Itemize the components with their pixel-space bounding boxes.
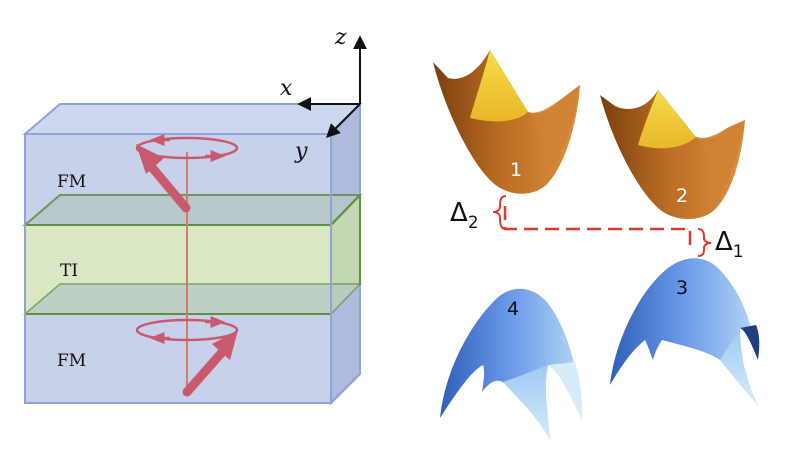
y-axis <box>326 103 361 138</box>
band-1-label: 1 <box>510 159 522 181</box>
fm-bottom-label: FM <box>57 351 86 371</box>
delta-1-label: Δ1 <box>715 227 744 262</box>
gap-dashed-line <box>503 206 692 252</box>
bottom-precession-circle <box>135 318 239 342</box>
top-magnetization <box>135 134 239 213</box>
block-top-face <box>22 103 363 135</box>
valence-band-4: 4 <box>440 288 583 440</box>
conduction-band-2: 2 <box>600 90 745 220</box>
ti-label: TI <box>60 261 78 281</box>
band-3-label: 3 <box>676 277 688 299</box>
bottom-magnetization <box>135 316 239 397</box>
top-magnetization-arrow <box>145 160 191 213</box>
gap-indicators: Δ2 Δ1 <box>450 195 744 262</box>
conduction-band-1: 1 <box>433 50 580 194</box>
band-4-label: 4 <box>507 298 519 320</box>
delta-1-brace <box>697 228 712 257</box>
z-axis-label: z <box>334 25 347 50</box>
valence-band-3: 3 <box>610 258 760 405</box>
upper-interface-plane <box>22 194 363 226</box>
heterostructure-block <box>22 101 363 406</box>
lower-interface-plane <box>22 283 362 315</box>
delta-2-label: Δ2 <box>450 198 479 233</box>
fm-bottom-layer <box>25 314 331 403</box>
delta-2-brace <box>492 195 507 230</box>
fm-top-label: FM <box>57 172 86 192</box>
bottom-magnetization-arrow <box>182 345 229 397</box>
x-axis-label: x <box>280 76 293 101</box>
coordinate-axes: z x y <box>280 25 367 164</box>
top-precession-circle <box>135 136 239 160</box>
band-2-label: 2 <box>676 185 688 207</box>
y-axis-label: y <box>294 139 308 164</box>
